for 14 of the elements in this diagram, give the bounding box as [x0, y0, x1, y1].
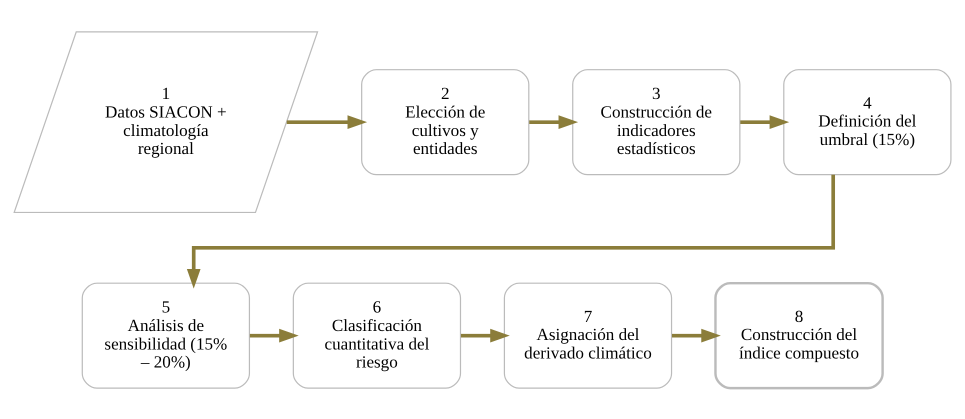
node-box: 8 Construcción del índice compuesto [714, 281, 884, 389]
arrow [529, 114, 578, 128]
arrow [460, 328, 510, 342]
arrow [250, 328, 299, 342]
node-box: 3 Construcción de indicadores estadísticos [572, 68, 740, 175]
arrow [186, 174, 836, 288]
arrow [740, 114, 790, 128]
node-box: 6 Clasificación cuantitativa del riesgo [292, 282, 462, 388]
node-box: 7 Asignación del derivado climático [504, 282, 672, 388]
node-box: 2 Elección de cultivos y entidades [361, 68, 530, 175]
node-box: 4 Definición del umbral (15%) [783, 68, 952, 175]
arrow [672, 328, 721, 342]
node-box: 5 Análisis de sensibilidad (15% – 20%) [82, 282, 250, 388]
arrow [286, 114, 368, 128]
